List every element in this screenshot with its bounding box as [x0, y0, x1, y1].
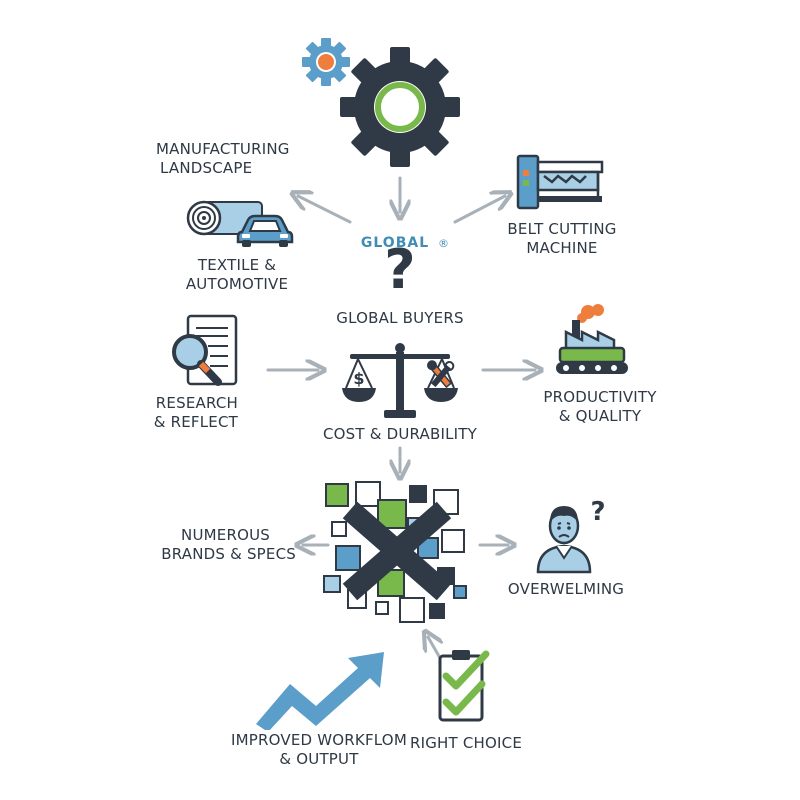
- numerous-line-1: NUMEROUS: [181, 526, 270, 544]
- numerous-brands-label: NUMEROUS BRANDS & SPECS: [150, 526, 296, 564]
- belt-cutting-line-2: MACHINE: [526, 239, 598, 257]
- cluttered-options-x-icon: [318, 478, 482, 628]
- research-reflect-label: RESEARCH & REFLECT: [140, 394, 238, 432]
- improved-workflow-label: IMPROVED WORKFLOM & OUTPUT: [224, 731, 414, 769]
- productivity-line-2: & QUALITY: [558, 407, 642, 425]
- manufacturing-landscape-line-2: LANDSCAPE: [160, 159, 253, 177]
- question-mark: ?: [384, 238, 416, 301]
- improved-line-2: & OUTPUT: [279, 750, 359, 768]
- arrow-checklist-to-choices: [428, 637, 440, 660]
- productivity-quality-label: PRODUCTIVITY & QUALITY: [530, 388, 670, 426]
- dollar-sign: $: [353, 369, 364, 388]
- textile-automotive-line-2: AUTOMOTIVE: [185, 275, 289, 293]
- belt-cutting-machine-icon: [516, 152, 606, 212]
- belt-cutting-line-1: BELT CUTTING: [507, 220, 617, 238]
- small-gear-icon: [300, 36, 352, 88]
- arrow-global-to-landscape: [298, 196, 352, 224]
- global-text: GLOBAL: [360, 235, 430, 251]
- person-question-mark: ?: [590, 498, 605, 527]
- improved-line-1: IMPROVED WORKFLOM: [231, 731, 407, 749]
- right-choice-label: RIGHT CHOICE: [409, 734, 522, 752]
- manufacturing-landscape-line-1: MANUFACTURING: [156, 140, 290, 158]
- clipboard-checklist-icon: [436, 648, 492, 724]
- main-gear-icon: [338, 45, 462, 169]
- productivity-line-1: PRODUCTIVITY: [543, 388, 657, 406]
- upward-trend-arrow-icon: [250, 650, 390, 730]
- textile-automotive-line-1: TEXTILE &: [197, 256, 277, 274]
- research-line-2: & REFLECT: [153, 413, 238, 431]
- research-line-1: RESEARCH: [155, 394, 238, 412]
- balance-scale-icon: $: [340, 340, 460, 422]
- registered-mark: ®: [438, 237, 450, 250]
- textile-automotive-label: TEXTILE & AUTOMOTIVE: [172, 256, 302, 294]
- belt-cutting-machine-label: BELT CUTTING MACHINE: [492, 220, 632, 258]
- magnifier-document-icon: [168, 314, 240, 390]
- numerous-line-2: BRANDS & SPECS: [161, 545, 296, 563]
- confused-person-icon: ?: [534, 498, 610, 576]
- global-buyers-label: GLOBAL BUYERS: [336, 309, 464, 327]
- car-icon: [236, 212, 294, 248]
- cost-durability-label: COST & DURABILITY: [322, 425, 478, 443]
- overwhelming-label: OVERWELMING: [507, 580, 625, 598]
- manufacturing-landscape-label: MANUFACTURING LANDSCAPE: [156, 140, 290, 178]
- arrow-global-to-machine: [453, 196, 505, 224]
- global-word: GLOBAL: [355, 234, 435, 253]
- factory-conveyor-icon: [552, 302, 632, 378]
